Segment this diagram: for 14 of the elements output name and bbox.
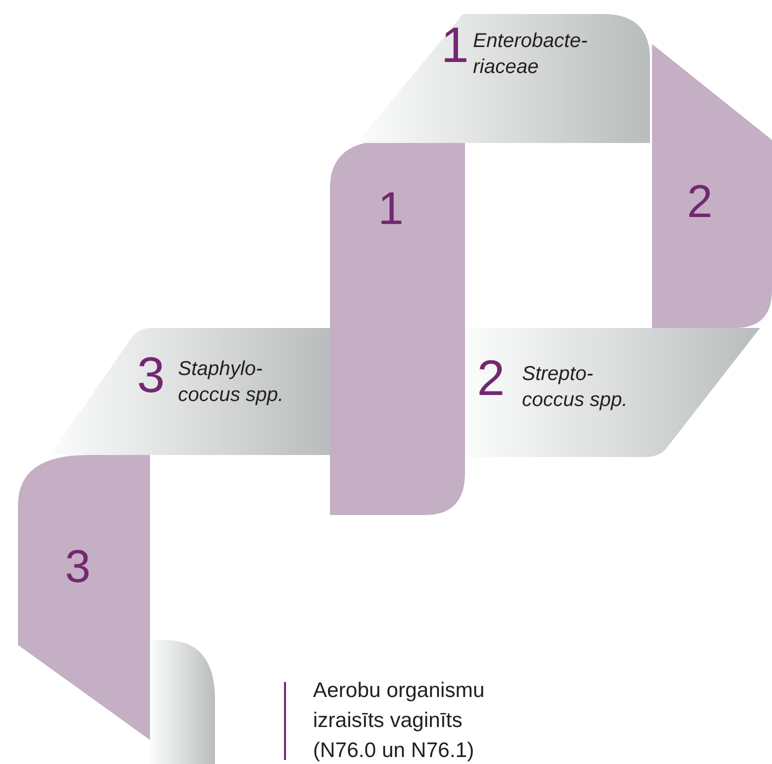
ribbon-fold — [330, 143, 465, 515]
bacteria-name: Strepto- coccus spp. — [522, 362, 629, 413]
ribbon-tail — [150, 640, 215, 764]
ribbon-fold — [18, 455, 150, 740]
band-number: 1 — [441, 20, 469, 70]
band-number: 1 — [378, 185, 404, 231]
bacteria-name: Staphylo- coccus spp. — [178, 357, 285, 408]
band-number: 3 — [65, 543, 91, 589]
ribbon-fold — [652, 44, 772, 328]
band-number: 3 — [137, 350, 165, 400]
band-number: 2 — [687, 178, 713, 224]
caption: Aerobu organismu izraisīts vaginīts (N76.0 un N76.1) — [313, 678, 486, 764]
bacteria-name: Enterobacte- riaceae — [473, 29, 589, 80]
band-number: 2 — [477, 353, 505, 403]
